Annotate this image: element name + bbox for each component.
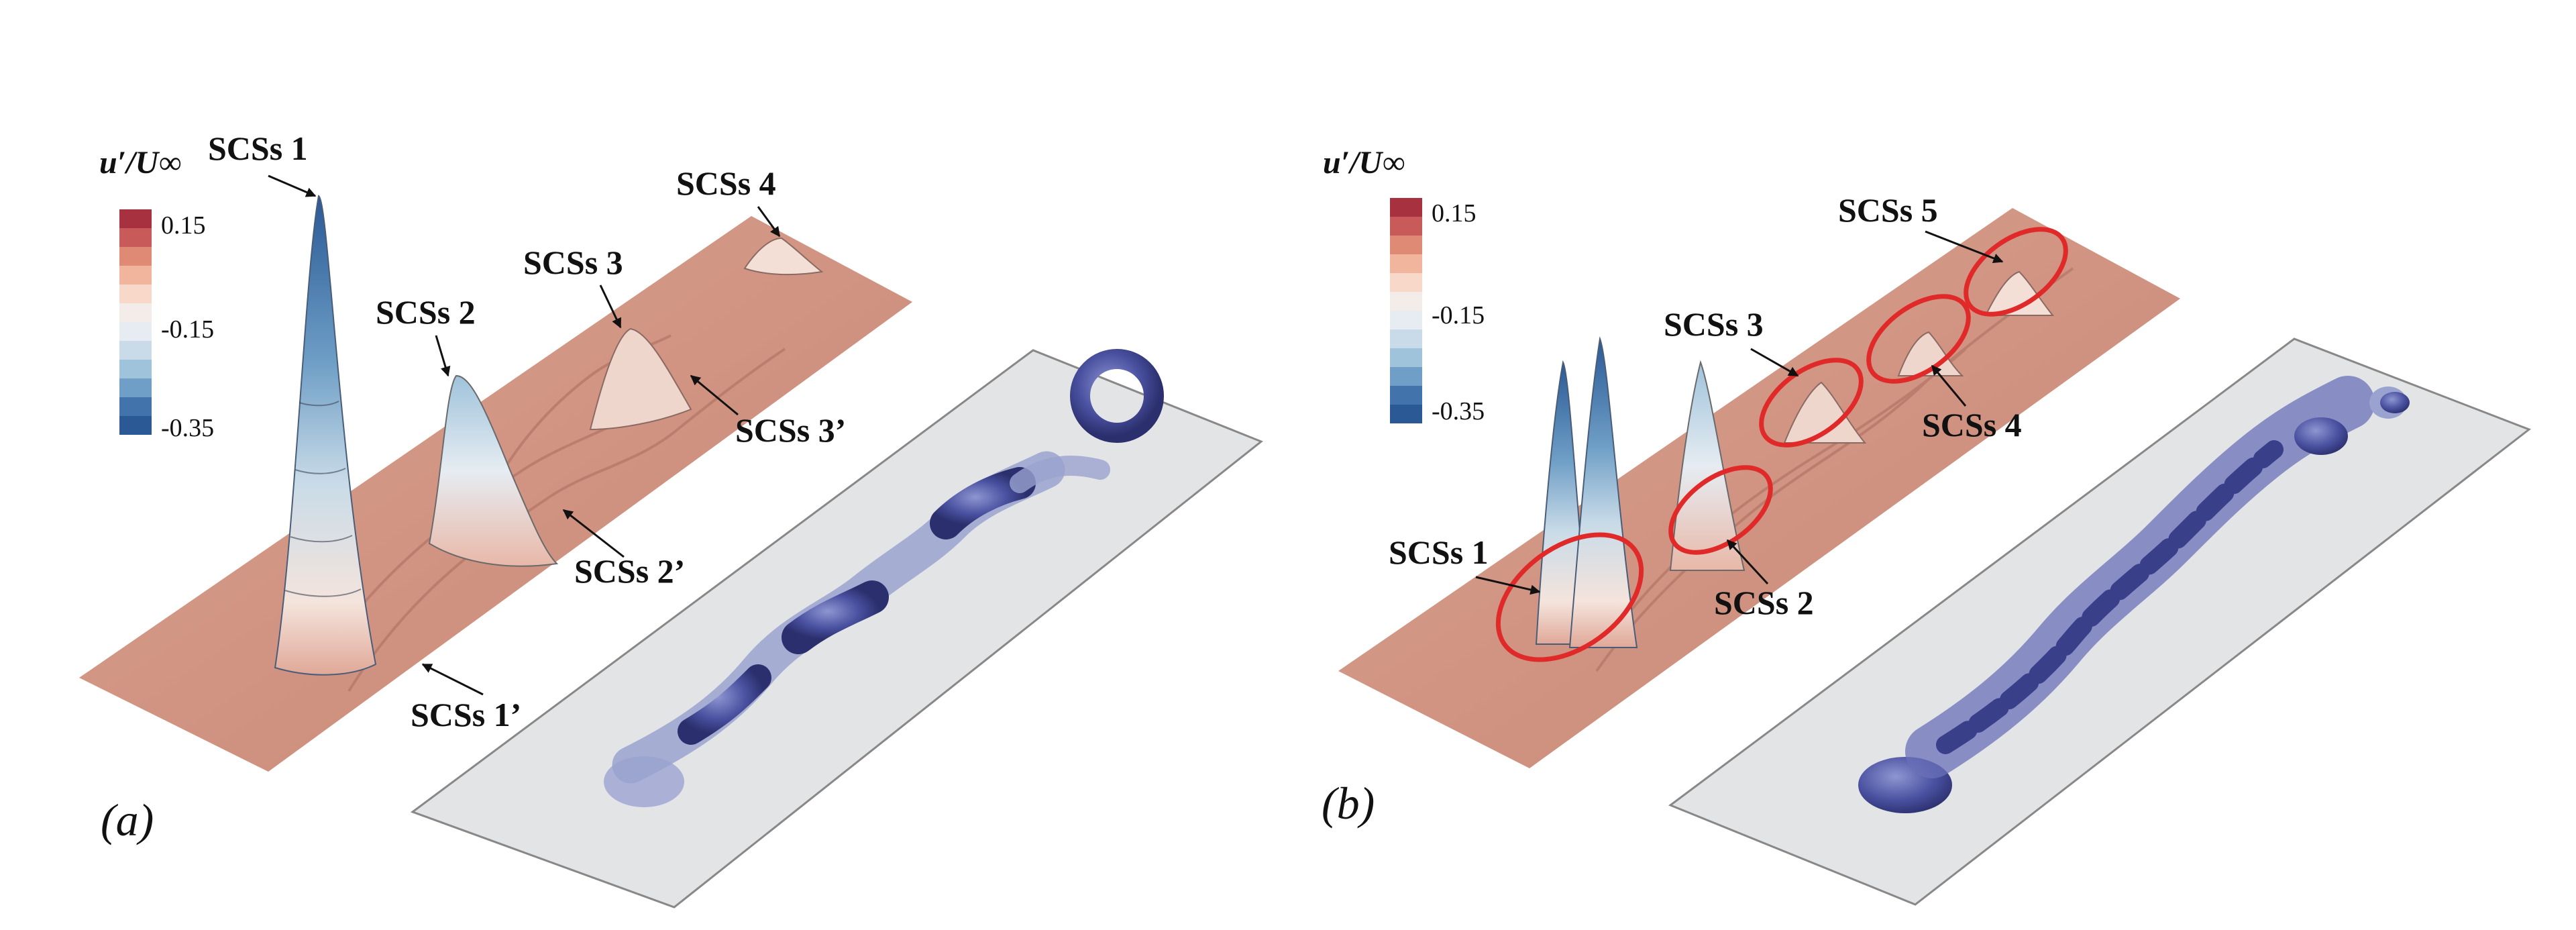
label-scss4-a: SCSs 4 xyxy=(676,164,776,202)
label-scss2-a: SCSs 2 xyxy=(376,293,476,331)
label-scss3p-a: SCSs 3’ xyxy=(735,411,846,449)
colorbar-swatch xyxy=(1390,198,1422,217)
label-scss1-b: SCSs 1 xyxy=(1389,533,1489,571)
colorbar-swatch xyxy=(1390,386,1422,405)
colorbar-swatch xyxy=(1390,273,1422,292)
colorbar-title-b: u′/U∞ xyxy=(1323,145,1405,180)
vortex-structures-b xyxy=(1858,376,2410,813)
spike-scss4b xyxy=(1897,331,1964,376)
spike-contours-a xyxy=(284,401,362,597)
panel-a: SCSs 1 SCSs 2 SCSs 3 SCSs 4 SCSs 3’ SCSs… xyxy=(79,130,1263,909)
colorbar-title-a: u′/U∞ xyxy=(99,145,181,180)
spike-scss2-a xyxy=(428,374,559,567)
spike-scss4-a xyxy=(743,237,824,276)
spike-scss3-a xyxy=(589,327,692,431)
colorbar-swatch xyxy=(119,247,152,266)
colorbar-swatch xyxy=(119,378,152,397)
colorbar-swatch xyxy=(119,360,152,378)
colorbar-tick-b-1: -0.15 xyxy=(1432,301,1485,329)
annotations-a: SCSs 1 SCSs 2 SCSs 3 SCSs 4 SCSs 3’ SCSs… xyxy=(101,130,846,845)
label-scss5-b: SCSs 5 xyxy=(1838,191,1938,229)
spike-scss1-a xyxy=(274,195,377,676)
panel-letter-a: (a) xyxy=(101,794,154,845)
colorbar-swatch xyxy=(119,303,152,322)
label-scss3-b: SCSs 3 xyxy=(1664,305,1764,343)
colorbar-swatch xyxy=(1390,348,1422,367)
colorbar-swatch xyxy=(1390,217,1422,236)
colorbar-swatch xyxy=(1390,236,1422,254)
colorbar-swatch xyxy=(1390,254,1422,273)
label-scss1-a: SCSs 1 xyxy=(208,130,308,167)
colorbar-swatch xyxy=(119,266,152,285)
colorbar-swatch xyxy=(1390,367,1422,386)
label-scss3-a: SCSs 3 xyxy=(523,244,623,281)
panel-b: SCSs 5 SCSs 3 SCSs 4 SCSs 1 SCSs 2 (b) u… xyxy=(1322,145,2532,906)
spike-scss2b xyxy=(1669,360,1746,571)
colorbar-tick-b-0: 0.15 xyxy=(1432,199,1477,227)
colorbar-swatches-b xyxy=(1390,198,1422,423)
spike-scss3b xyxy=(1783,381,1867,444)
colorbar-tick-a-2: -0.35 xyxy=(161,414,214,442)
surface-ridges-b xyxy=(1595,267,2074,672)
colorbar-tick-a-0: 0.15 xyxy=(161,211,206,240)
spike-scss5b xyxy=(1984,270,2055,316)
colorbar-swatch xyxy=(119,209,152,228)
colorbar-a: u′/U∞ 0.15 -0.15 -0.35 xyxy=(99,145,214,442)
colorbar-tick-a-1: -0.15 xyxy=(161,315,214,344)
colorbar-swatch xyxy=(119,397,152,416)
colorbar-swatches-a xyxy=(119,209,152,435)
spike-scss1b-2 xyxy=(1568,336,1638,648)
colorbar-swatch xyxy=(1390,405,1422,423)
colorbar-swatch xyxy=(1390,329,1422,348)
colorbar-swatch xyxy=(119,322,152,341)
colorbar-swatch xyxy=(119,341,152,360)
colorbar-swatch xyxy=(1390,292,1422,311)
annotations-b: SCSs 5 SCSs 3 SCSs 4 SCSs 1 SCSs 2 (b) xyxy=(1322,191,2022,829)
colorbar-swatch xyxy=(1390,311,1422,329)
label-scss4-b: SCSs 4 xyxy=(1922,406,2022,444)
colorbar-swatch xyxy=(119,285,152,303)
colorbar-b: u′/U∞ 0.15 -0.15 -0.35 xyxy=(1323,145,1485,425)
label-scss1p-a: SCSs 1’ xyxy=(411,696,521,733)
label-scss2p-a: SCSs 2’ xyxy=(574,552,685,590)
colorbar-swatch xyxy=(119,228,152,247)
panel-letter-b: (b) xyxy=(1322,778,1375,829)
label-scss2-b: SCSs 2 xyxy=(1714,584,1814,621)
vortex-structures-a xyxy=(604,349,1164,807)
highlight-ellipses-b xyxy=(1495,227,2068,662)
colorbar-swatch xyxy=(119,416,152,435)
colorbar-tick-b-2: -0.35 xyxy=(1432,397,1485,425)
